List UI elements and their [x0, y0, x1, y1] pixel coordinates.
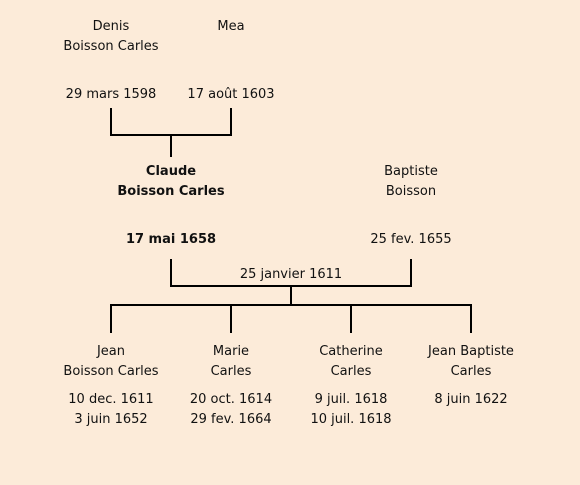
child-1-date-2: 3 juin 1652: [74, 412, 148, 427]
child-2-last-name: Carles: [210, 364, 252, 379]
father-date: 17 mai 1658: [125, 232, 217, 247]
mother-first-name: Baptiste: [384, 164, 438, 179]
child-4-first-name: Jean Baptiste: [428, 344, 514, 359]
grandmother-date: 17 août 1603: [187, 87, 275, 102]
grandfather-date: 29 mars 1598: [65, 87, 157, 102]
child-3-first-name: Catherine: [319, 344, 383, 359]
child-3-last-name: Carles: [330, 364, 372, 379]
mother-last-name: Boisson: [385, 184, 437, 199]
grandparents-connector: [110, 108, 232, 136]
child-3-date-1: 9 juil. 1618: [314, 392, 388, 407]
child-3-date-2: 10 juil. 1618: [310, 412, 392, 427]
father-first-name: Claude: [145, 164, 197, 179]
father-last-name: Boisson Carles: [117, 184, 225, 199]
child-4-date-1: 8 juin 1622: [434, 392, 508, 407]
grandmother-first-name: Mea: [217, 19, 245, 34]
children-bar: [110, 304, 472, 333]
child-2-date-1: 20 oct. 1614: [189, 392, 273, 407]
child-1-last-name: Boisson Carles: [63, 364, 159, 379]
child-2-date-2: 29 fev. 1664: [190, 412, 272, 427]
child-4-last-name: Carles: [450, 364, 492, 379]
grandfather-last-name: Boisson Carles: [63, 39, 159, 54]
child-1-date-1: 10 dec. 1611: [68, 392, 154, 407]
child-1-first-name: Jean: [96, 344, 126, 359]
grandfather-first-name: Denis: [92, 19, 130, 34]
child-2-first-name: Marie: [212, 344, 250, 359]
marriage-date: 25 janvier 1611: [239, 267, 343, 282]
mother-date: 25 fev. 1655: [370, 232, 452, 247]
